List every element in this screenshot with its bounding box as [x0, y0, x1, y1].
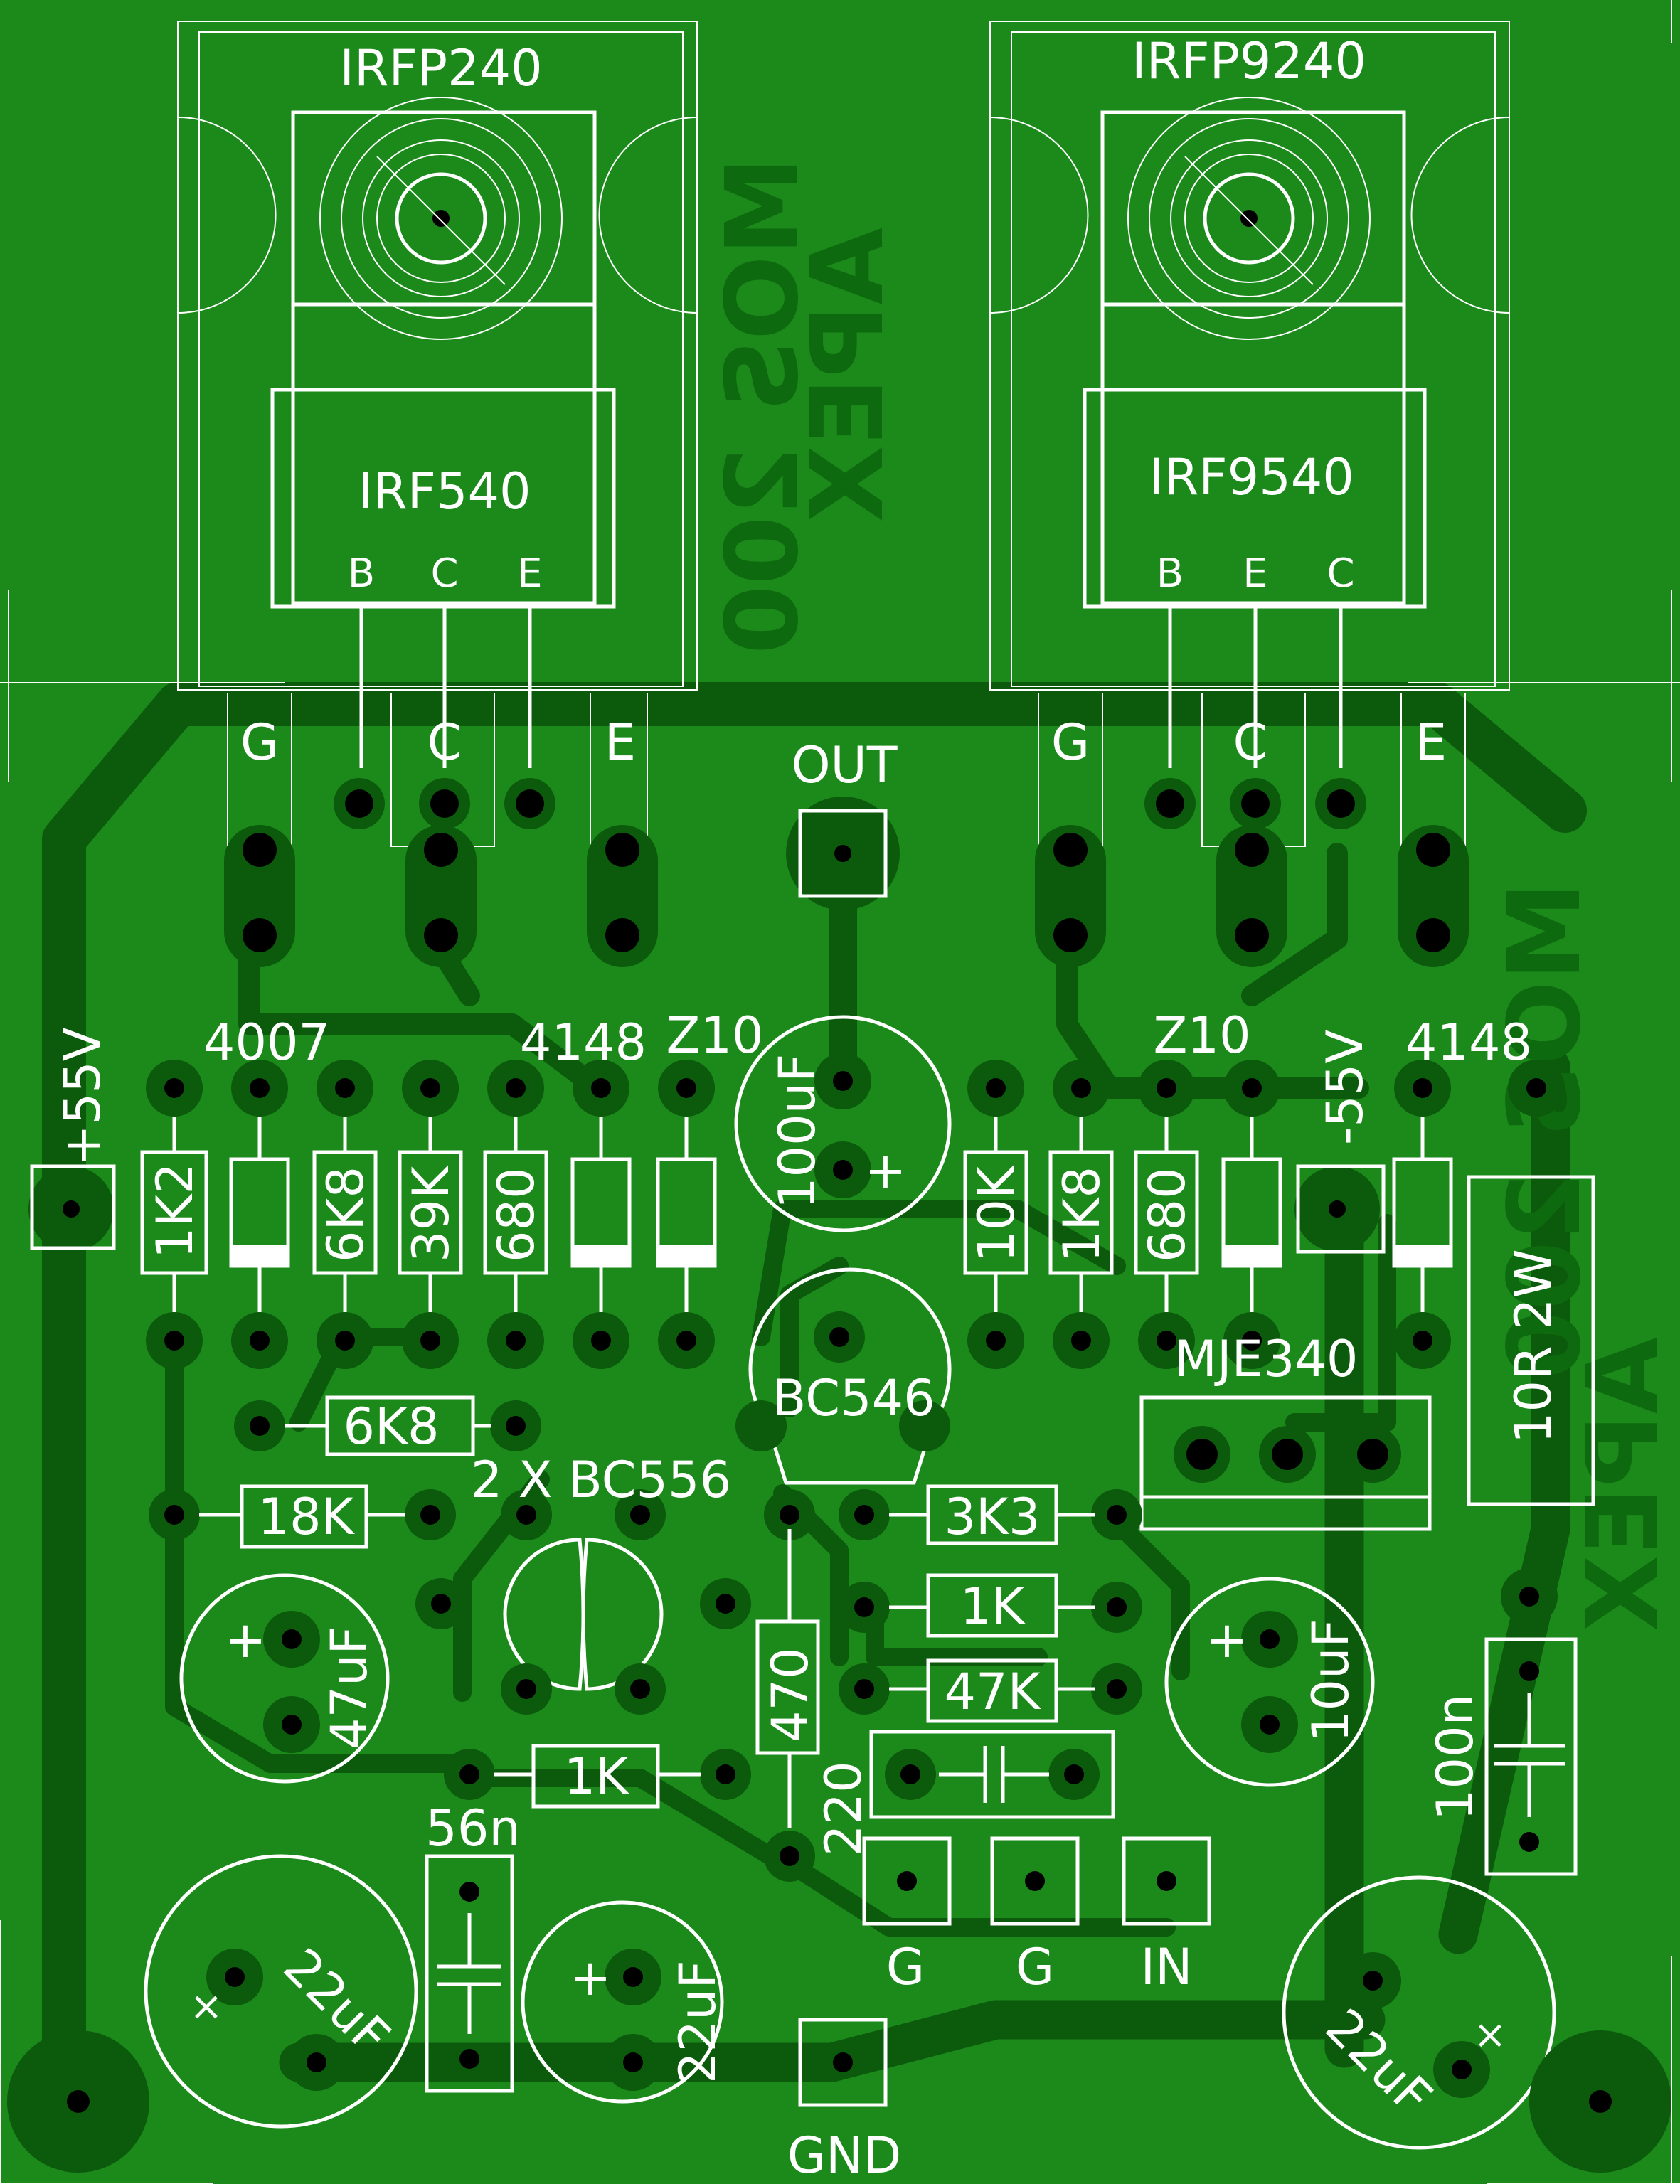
- c-47uf-label: 47uF: [320, 1626, 378, 1749]
- right-vertical-components: 10K 1K8 680 Z10 4148: [963, 1006, 1565, 1369]
- bc556-label: 2 X BC556: [471, 1451, 731, 1509]
- cap-100n: 100n: [1426, 1568, 1578, 1876]
- c-22uf-c-minus: ×: [1474, 2012, 1507, 2058]
- c-22uf-b-plus: +: [570, 1949, 612, 2007]
- z10-a-label: Z10: [666, 1006, 763, 1065]
- out-label: OUT: [791, 736, 897, 794]
- right-pad-g-label: G: [1051, 713, 1090, 772]
- input-connectors: G G IN: [862, 1836, 1211, 1996]
- r-6k8-horizontal-label: 6K8: [344, 1397, 440, 1456]
- right-mosfet: IRFP9240 IRF9540 B E C G C E: [989, 21, 1510, 847]
- cap-220: 220: [814, 1730, 1115, 1856]
- d-4148-b-label: 4148: [1405, 1013, 1532, 1072]
- minus-55v-label: -55V: [1316, 1030, 1374, 1145]
- input-in-label: IN: [1140, 1938, 1192, 1996]
- c-22uf-b-label: 22uF: [669, 1960, 727, 2084]
- mosfet-pads: [224, 778, 1469, 967]
- middle-horizontal-resistors: 3K3 1K 47K: [764, 1484, 1142, 1723]
- c-100uf-plus: +: [865, 1141, 907, 1200]
- r-18k-label: 18K: [258, 1488, 356, 1546]
- r-1k2-label: 1K2: [146, 1163, 204, 1259]
- cap-10uf: + 10uF: [1164, 1577, 1375, 1787]
- r-1k8-label: 1K8: [1053, 1166, 1111, 1262]
- c-100n-label: 100n: [1426, 1694, 1484, 1821]
- r-1k-b-label: 1K: [564, 1747, 630, 1806]
- input-g2-label: G: [1016, 1938, 1054, 1996]
- c-56n-label: 56n: [425, 1799, 520, 1858]
- d-4007-label: 4007: [203, 1013, 330, 1072]
- cap-47uf: + 47uF: [179, 1573, 390, 1784]
- right-mosfet-big-label: IRFP9240: [1132, 32, 1366, 90]
- r-1k-a-label: 1K: [960, 1577, 1026, 1636]
- bc546-label: BC546: [772, 1369, 935, 1427]
- c-100uf-label: 100uF: [768, 1054, 826, 1209]
- gnd-label: GND: [787, 2126, 902, 2184]
- right-mosfet-pin-e: E: [1243, 550, 1267, 597]
- c-10uf-label: 10uF: [1302, 1619, 1360, 1742]
- c-10uf-plus: +: [1206, 1611, 1248, 1669]
- left-mosfet-big-label: IRFP240: [339, 39, 542, 97]
- left-vertical-components: 1K2 4007 6K8 39K 680 4148 Z10: [140, 1006, 764, 1369]
- bc546-transistor: BC546: [735, 1267, 952, 1485]
- cap-22uf-b: + 22uF: [521, 1900, 727, 2104]
- ghost-text-mos200-right: MOS 200: [1487, 882, 1603, 1380]
- mje340-transistor: MJE340: [1139, 1330, 1432, 1531]
- mirrored-ghost-text: MOS 200 APEX MOS 200 APEX: [705, 156, 1680, 1632]
- r-47k-label: 47K: [945, 1663, 1042, 1721]
- r-680-a-label: 680: [487, 1167, 546, 1262]
- r-6k8-vertical-label: 6K8: [317, 1166, 375, 1262]
- r-680-b-label: 680: [1138, 1167, 1196, 1262]
- z10-b-label: Z10: [1153, 1006, 1250, 1065]
- left-mosfet-pin-e: E: [517, 550, 542, 597]
- r-1k-b: 1K: [444, 1744, 751, 1809]
- left-pad-g-label: G: [240, 713, 279, 772]
- cap-56n: 56n: [425, 1799, 521, 2093]
- c-22uf-a-minus: ×: [190, 1983, 223, 2030]
- left-pad-e-label: E: [605, 713, 636, 772]
- r-10r-2w: 10R 2W: [1467, 1175, 1595, 1506]
- r-470-label: 470: [761, 1647, 819, 1742]
- input-g1-label: G: [886, 1938, 925, 1996]
- plus-55v-label: +55V: [53, 1027, 112, 1166]
- r-3k3-label: 3K3: [945, 1488, 1041, 1546]
- right-mosfet-pin-b: B: [1157, 550, 1184, 597]
- left-mosfet-small-label: IRF540: [358, 462, 531, 521]
- r-470: 470: [755, 1529, 820, 1882]
- ghost-text-mos200-top: MOS 200: [705, 156, 821, 654]
- cap-100uf: 100uF +: [734, 1015, 952, 1232]
- r-10k-label: 10K: [967, 1165, 1026, 1262]
- left-pad-c-label: C: [427, 713, 462, 772]
- bc556-pair: 2 X BC556: [415, 1451, 751, 1715]
- r-39k-label: 39K: [402, 1165, 460, 1262]
- ghost-text-apex-top: APEX: [790, 228, 906, 523]
- plus-55v-connector: +55V: [28, 1027, 116, 1252]
- right-pad-e-label: E: [1415, 713, 1447, 772]
- out-connector: OUT: [786, 736, 900, 910]
- gnd-connector: GND: [787, 2018, 902, 2184]
- minus-55v-connector: -55V: [1294, 1030, 1386, 1254]
- left-mosfet-pin-b: B: [348, 550, 375, 597]
- right-mosfet-pin-c: C: [1327, 550, 1354, 597]
- mounting-holes: [7, 2030, 1671, 2173]
- left-mosfet-pin-c: C: [430, 550, 458, 597]
- right-mosfet-small-label: IRF9540: [1149, 448, 1354, 506]
- right-pad-c-label: C: [1233, 713, 1268, 772]
- mje340-label: MJE340: [1174, 1330, 1359, 1388]
- left-horizontal-resistors: 6K8 18K: [149, 1395, 541, 1549]
- d-4148-a-label: 4148: [520, 1013, 647, 1072]
- left-mosfet: IRFP240 IRF540 B C E G C E: [177, 21, 698, 847]
- r-10r-label: 10R 2W: [1504, 1249, 1563, 1444]
- ghost-text-apex-right: APEX: [1565, 1337, 1680, 1632]
- c-47uf-plus: +: [225, 1611, 267, 1669]
